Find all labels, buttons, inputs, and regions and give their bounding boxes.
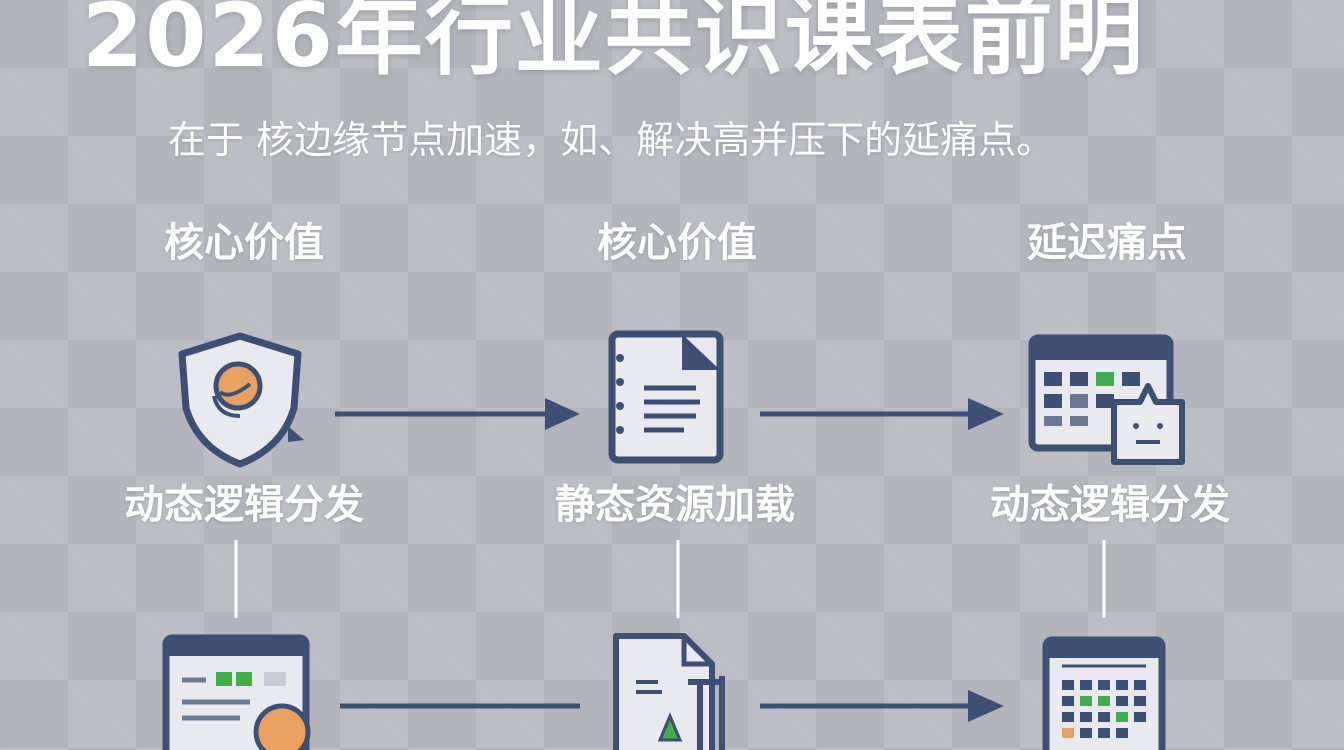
document-chart-icon bbox=[613, 633, 725, 750]
column-heading-3: 延迟痛点 bbox=[1027, 220, 1187, 266]
page-subtitle: 在于 核边缘节点加速，如、解决高并压下的延痛点。 bbox=[168, 118, 1055, 162]
step-label-3: 动态逻辑分发 bbox=[990, 482, 1230, 528]
laptop-dashboard-icon bbox=[162, 634, 311, 750]
calendar-dashboard-icon bbox=[1028, 334, 1185, 465]
arrow-row-1-b bbox=[760, 398, 1004, 430]
shield-globe-icon bbox=[178, 332, 304, 468]
column-heading-1: 核心价值 bbox=[164, 220, 324, 266]
column-heading-2: 核心价值 bbox=[597, 220, 757, 266]
step-label-1: 动态逻辑分发 bbox=[124, 482, 364, 528]
arrow-row-2-b bbox=[760, 690, 1004, 722]
calendar-grid-icon bbox=[1042, 636, 1166, 750]
document-icon bbox=[608, 330, 724, 464]
step-label-2: 静态资源加载 bbox=[555, 482, 795, 528]
page-title: 2026年行业共识课表前明 bbox=[82, 0, 1145, 87]
arrow-row-1-a bbox=[335, 398, 580, 430]
